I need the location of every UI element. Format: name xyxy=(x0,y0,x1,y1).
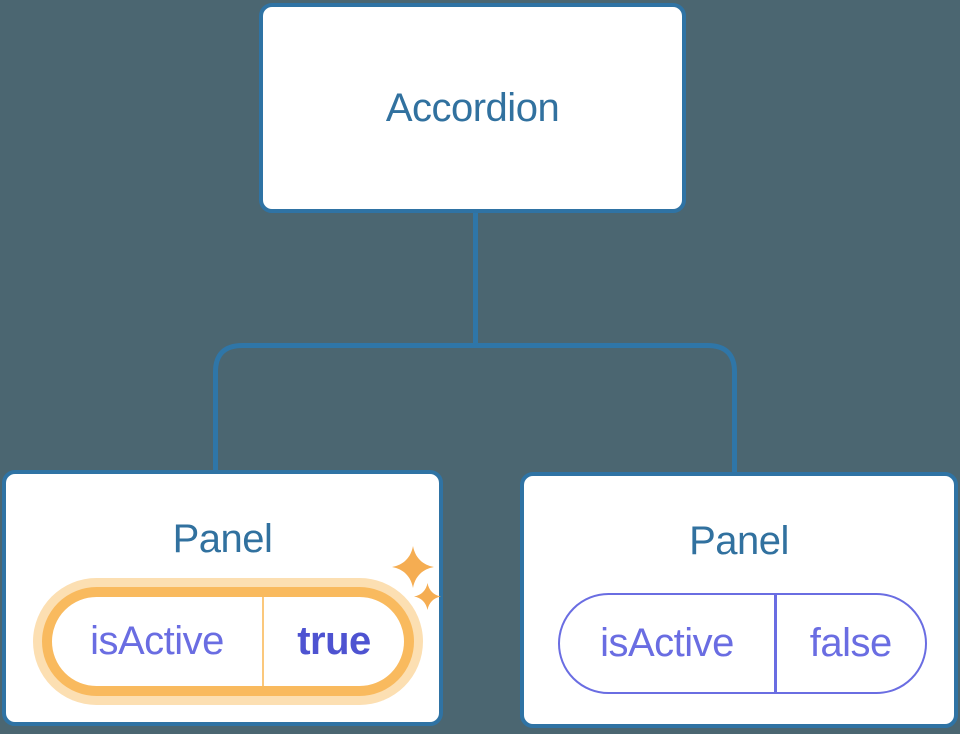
pill-divider xyxy=(774,595,777,692)
panel-node-inactive: Panel isActive false xyxy=(520,472,958,728)
accordion-node: Accordion xyxy=(259,3,686,213)
sparkle-icon xyxy=(392,546,434,588)
panel-title: Panel xyxy=(689,519,789,563)
panel-node-active: Panel isActive true xyxy=(2,470,443,726)
sparkle-icon-small xyxy=(414,583,441,610)
state-value: true xyxy=(297,619,371,663)
state-prop-label: isActive xyxy=(90,619,224,663)
state-pill-highlighted: isActive true xyxy=(42,587,414,696)
state-pill: isActive false xyxy=(558,593,927,694)
panel-title: Panel xyxy=(172,517,273,561)
pill-divider xyxy=(262,597,264,686)
state-prop-label: isActive xyxy=(600,621,734,665)
state-value: false xyxy=(809,621,892,665)
accordion-label: Accordion xyxy=(385,85,560,130)
